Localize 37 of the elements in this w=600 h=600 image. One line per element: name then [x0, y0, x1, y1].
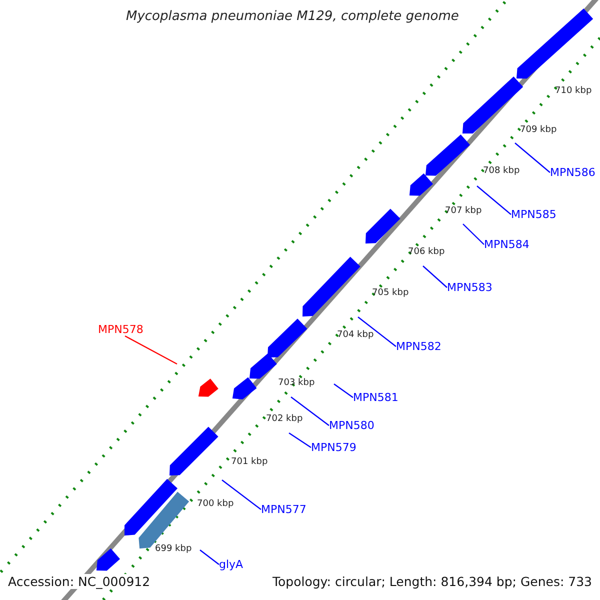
leader-line	[200, 550, 220, 565]
scale-label: 700 kbp	[197, 499, 234, 510]
scale-label: 705 kbp	[372, 288, 409, 299]
gene-label: MPN581	[353, 391, 398, 404]
leader-line	[462, 224, 484, 245]
scale-label: 706 kbp	[408, 247, 445, 258]
gene-label: MPN580	[329, 419, 374, 432]
leader-line	[290, 396, 330, 426]
info-text: Accession: NC_000912	[8, 574, 150, 589]
leader-line	[476, 186, 512, 215]
scale-label: 710 kbp	[555, 86, 592, 97]
gene-label: MPN577	[261, 503, 306, 516]
gene-label: MPN579	[311, 441, 356, 454]
gene-label: MPN585	[511, 208, 556, 222]
gene-label: MPN586	[550, 166, 596, 180]
gene-label: MPN583	[447, 281, 492, 294]
gene-label: glyA	[219, 558, 244, 572]
gene-label: MPN582	[396, 340, 442, 354]
gene-label: MPN578	[98, 323, 144, 336]
leader-line	[514, 142, 550, 173]
map-title: Mycoplasma pneumoniae M129, complete genome	[126, 9, 459, 25]
scale-label: 701 kbp	[231, 457, 268, 468]
leader-line	[358, 316, 396, 347]
leader-line	[334, 384, 354, 398]
scale-label: 707 kbp	[445, 206, 482, 217]
scale-label: 704 kbp	[337, 330, 374, 341]
scale-label: 708 kbp	[483, 166, 520, 177]
leader-line	[124, 335, 178, 365]
leader-line	[288, 432, 312, 448]
gene-label: MPN584	[484, 238, 530, 252]
scale-label: 703 kbp	[278, 378, 315, 389]
scale-label: 699 kbp	[155, 544, 192, 555]
scale-label: 702 kbp	[266, 414, 303, 425]
leader-line	[222, 480, 262, 510]
leader-line	[422, 266, 448, 288]
scale-label: 709 kbp	[520, 125, 557, 136]
info-text: Topology: circular; Length: 816,394 bp; Genes: 733	[272, 574, 592, 589]
